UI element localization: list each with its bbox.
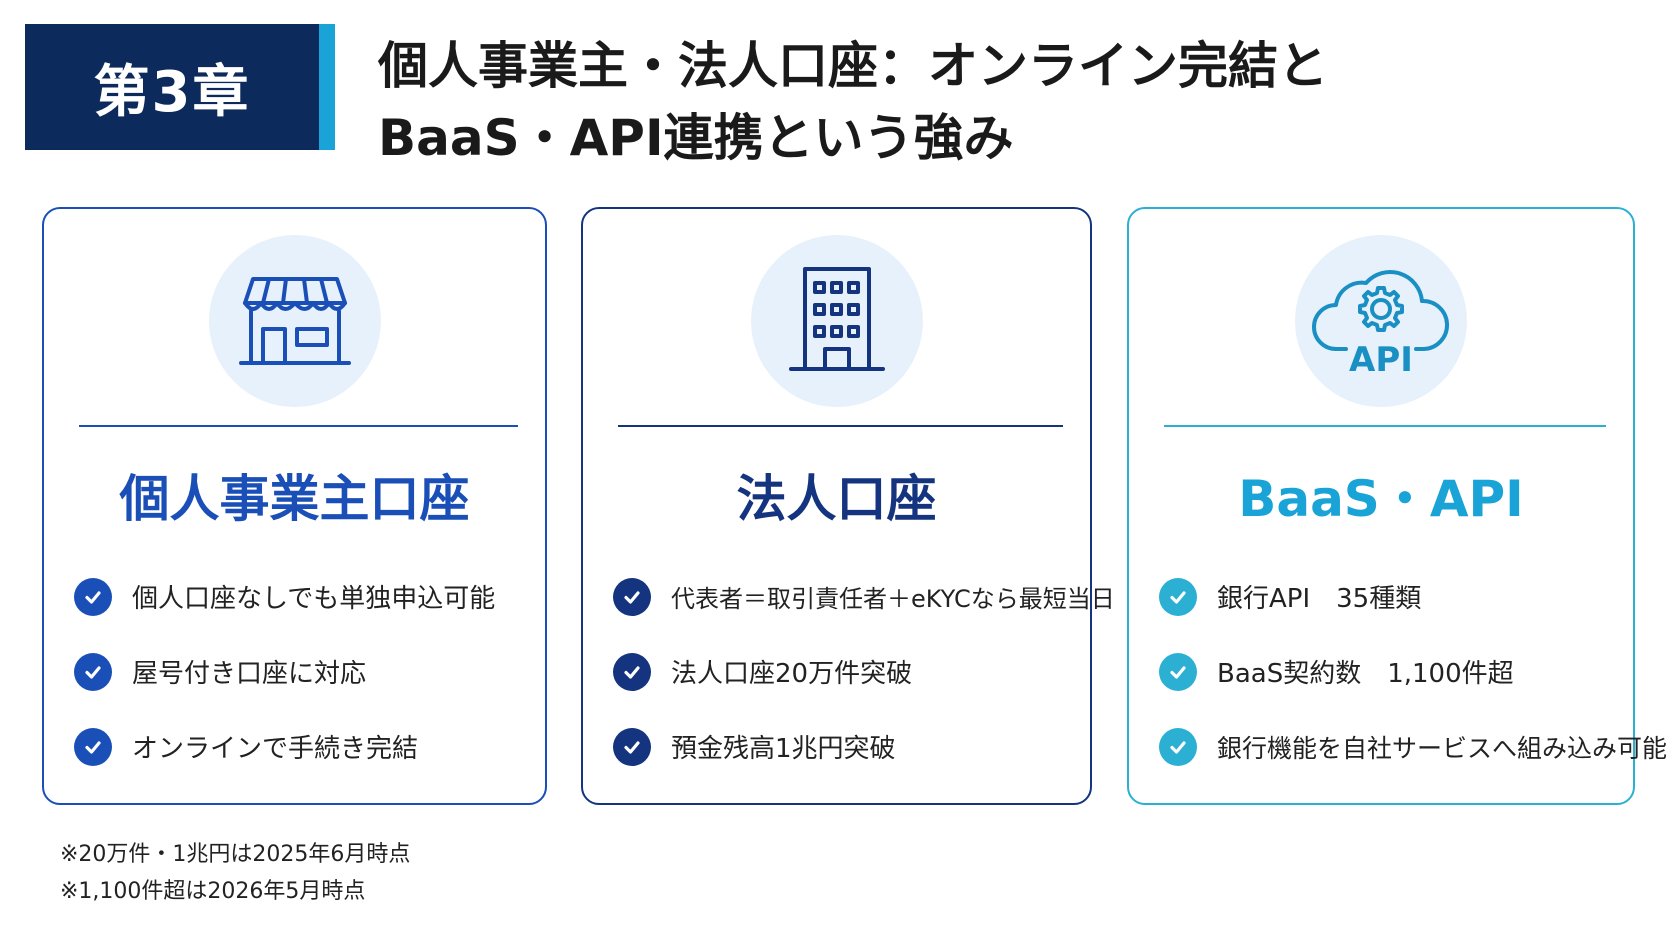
check-icon: [1159, 727, 1197, 766]
title-line-2: BaaS・API連携という強み: [378, 109, 1014, 167]
feature-item: 法人口座20万件突破: [613, 634, 1082, 709]
chapter-accent-bar: [319, 24, 335, 150]
footnotes: ※20万件・1兆円は2025年6月時点 ※1,100件超は2026年5月時点: [60, 836, 410, 910]
card-sole-proprietor: 個人事業主口座 個人口座なしでも単独申込可能 屋号付き口座に対応 オンラインで手…: [42, 207, 547, 805]
card-corporate: 法人口座 代表者＝取引責任者＋eKYCなら最短当日 法人口座20万件突破 預金残…: [581, 207, 1115, 805]
feature-item: 銀行API 35種類: [1159, 559, 1625, 634]
check-icon: [74, 727, 112, 766]
check-icon: [613, 577, 651, 616]
card-title: 法人口座: [736, 470, 937, 528]
check-icon: [74, 577, 112, 616]
storefront-icon: [208, 235, 381, 407]
feature-item: 屋号付き口座に対応: [74, 634, 537, 709]
feature-text: 預金残高1兆円突破: [671, 734, 896, 764]
feature-item: オンラインで手続き完結: [74, 709, 537, 784]
feature-list: 代表者＝取引責任者＋eKYCなら最短当日 法人口座20万件突破 預金残高1兆円突…: [613, 559, 1115, 784]
card-divider: [79, 425, 518, 427]
feature-text: 銀行API 35種類: [1217, 584, 1422, 614]
feature-item: BaaS契約数 1,100件超: [1159, 634, 1625, 709]
page-title: 個人事業主・法人口座：オンライン完結と BaaS・API連携という強み: [378, 30, 1648, 174]
feature-text: BaaS契約数 1,100件超: [1217, 659, 1514, 689]
chapter-label: 第3章: [93, 59, 251, 125]
feature-item: 銀行機能を自社サービスへ組み込み可能: [1159, 709, 1667, 784]
feature-text: 屋号付き口座に対応: [132, 659, 367, 689]
feature-item: 代表者＝取引責任者＋eKYCなら最短当日: [613, 559, 1115, 634]
chapter-badge: 第3章: [25, 24, 335, 150]
office-building-icon: [750, 235, 923, 407]
card-title: 個人事業主口座: [119, 470, 470, 528]
check-icon: [613, 652, 651, 691]
check-icon: [613, 727, 651, 766]
card-title: BaaS・API: [1238, 470, 1524, 528]
cloud-api-icon: API: [1295, 235, 1467, 407]
feature-item: 個人口座なしでも単独申込可能: [74, 559, 537, 634]
feature-item: 預金残高1兆円突破: [613, 709, 1082, 784]
feature-text: 銀行機能を自社サービスへ組み込み可能: [1217, 733, 1668, 763]
feature-text: 個人口座なしでも単独申込可能: [132, 584, 496, 614]
feature-text: 代表者＝取引責任者＋eKYCなら最短当日: [671, 585, 1115, 613]
check-icon: [1159, 577, 1197, 616]
feature-list: 銀行API 35種類 BaaS契約数 1,100件超 銀行機能を自社サービスへ組…: [1159, 559, 1667, 784]
card-divider: [618, 425, 1063, 427]
check-icon: [1159, 652, 1197, 691]
card-baas-api: API BaaS・API 銀行API 35種類 BaaS契約数 1,100件超 …: [1127, 207, 1667, 805]
api-icon-label: API: [1349, 340, 1413, 380]
feature-list: 個人口座なしでも単独申込可能 屋号付き口座に対応 オンラインで手続き完結: [74, 559, 537, 784]
footnote: ※20万件・1兆円は2025年6月時点: [60, 842, 411, 867]
check-icon: [74, 652, 112, 691]
card-divider: [1164, 425, 1606, 427]
title-line-1: 個人事業主・法人口座：オンライン完結と: [378, 37, 1328, 95]
feature-text: 法人口座20万件突破: [671, 659, 913, 689]
feature-text: オンラインで手続き完結: [132, 734, 419, 764]
footnote: ※1,100件超は2026年5月時点: [60, 879, 366, 904]
